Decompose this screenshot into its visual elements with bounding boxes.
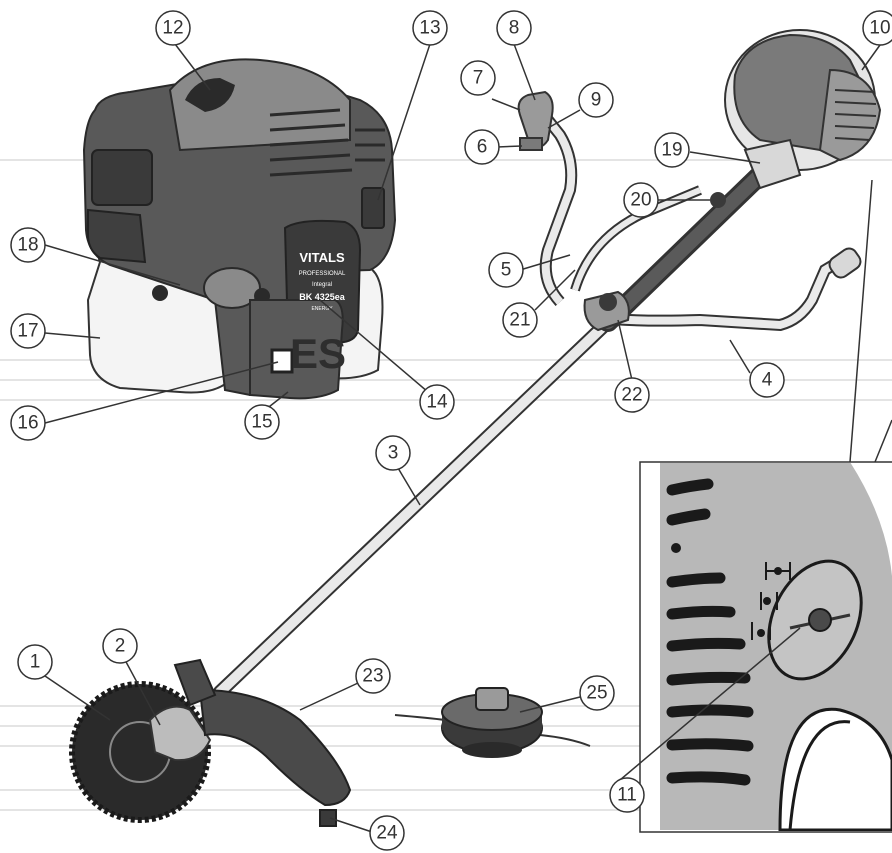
leader-lines (44, 43, 881, 833)
callout-5: 5 (488, 252, 524, 288)
callout-20: 20 (623, 182, 659, 218)
callout-label: 5 (501, 260, 512, 281)
callout-7: 7 (460, 60, 496, 96)
ignition-switch (270, 348, 294, 374)
callout-label: 1 (30, 652, 41, 673)
badge-line3: ENERGY (311, 306, 333, 312)
callout-label: 8 (509, 18, 520, 39)
callout-label: 13 (419, 18, 440, 39)
gear-head (148, 705, 212, 762)
badge-line1: PROFESSIONAL (299, 271, 346, 277)
engine-brand-badge: VITALS PROFESSIONAL Integral BK 4325ea E… (299, 250, 346, 312)
callout-label: 4 (762, 370, 773, 391)
callout-label: 22 (621, 385, 642, 406)
callout-22: 22 (614, 377, 650, 413)
callout-label: 18 (17, 235, 38, 256)
callout-label: 23 (362, 666, 383, 687)
callout-15: 15 (244, 404, 280, 440)
callout-label: 3 (388, 443, 399, 464)
callout-label: 20 (630, 190, 651, 211)
detail-inset (639, 179, 892, 833)
line-cutter (319, 809, 337, 827)
blade-guard (198, 688, 352, 807)
callout-24: 24 (369, 815, 405, 851)
es-block (249, 299, 344, 400)
es-mark: ES (290, 330, 346, 377)
callouts: 1 2 3 4 5 6 7 8 9 10 11 12 13 14 15 16 1… (10, 10, 892, 851)
callout-label: 10 (869, 18, 890, 39)
top-engine (710, 29, 882, 208)
shaft-coupling (743, 138, 802, 190)
badge-line2: Integral (312, 282, 332, 288)
cutting-head (69, 658, 352, 827)
callout-label: 24 (376, 823, 398, 844)
cooling-fins (269, 108, 385, 177)
callout-label: 9 (591, 90, 602, 111)
callout-23: 23 (355, 658, 391, 694)
choke-lever (203, 267, 261, 309)
callout-label: 17 (17, 321, 38, 342)
callout-25: 25 (579, 675, 615, 711)
callout-12: 12 (155, 10, 191, 46)
callout-8: 8 (496, 10, 532, 46)
callout-label: 11 (617, 785, 637, 806)
callout-label: 6 (477, 137, 488, 158)
drive-shaft (213, 165, 770, 699)
callout-label: 15 (251, 412, 272, 433)
callout-13: 13 (412, 10, 448, 46)
idle-screw (808, 608, 832, 632)
callout-label: 21 (509, 310, 530, 331)
callout-9: 9 (578, 82, 614, 118)
callout-21: 21 (502, 302, 538, 338)
callout-18: 18 (10, 227, 46, 263)
callout-label: 19 (661, 140, 682, 161)
locking-bolt (710, 192, 726, 208)
callout-6: 6 (464, 129, 500, 165)
callout-14: 14 (419, 384, 455, 420)
callout-label: 2 (115, 636, 126, 657)
badge-brand: VITALS (299, 250, 345, 265)
badge-model: BK 4325ea (299, 292, 346, 302)
callout-label: 25 (586, 683, 607, 704)
throttle-trigger (519, 137, 543, 151)
callout-2: 2 (102, 628, 138, 664)
callout-11: 11 (609, 777, 645, 813)
callout-1: 1 (17, 644, 53, 680)
callout-10: 10 (862, 10, 892, 46)
trimmer-head (394, 687, 591, 758)
callout-label: 12 (162, 18, 183, 39)
callout-label: 16 (17, 413, 38, 434)
callout-label: 7 (473, 68, 484, 89)
callout-4: 4 (749, 362, 785, 398)
callout-16: 16 (10, 405, 46, 441)
engine-illustration (82, 58, 397, 400)
callout-3: 3 (375, 435, 411, 471)
starter-handle (185, 78, 235, 112)
callout-17: 17 (10, 313, 46, 349)
callout-label: 14 (426, 392, 448, 413)
callout-19: 19 (654, 132, 690, 168)
